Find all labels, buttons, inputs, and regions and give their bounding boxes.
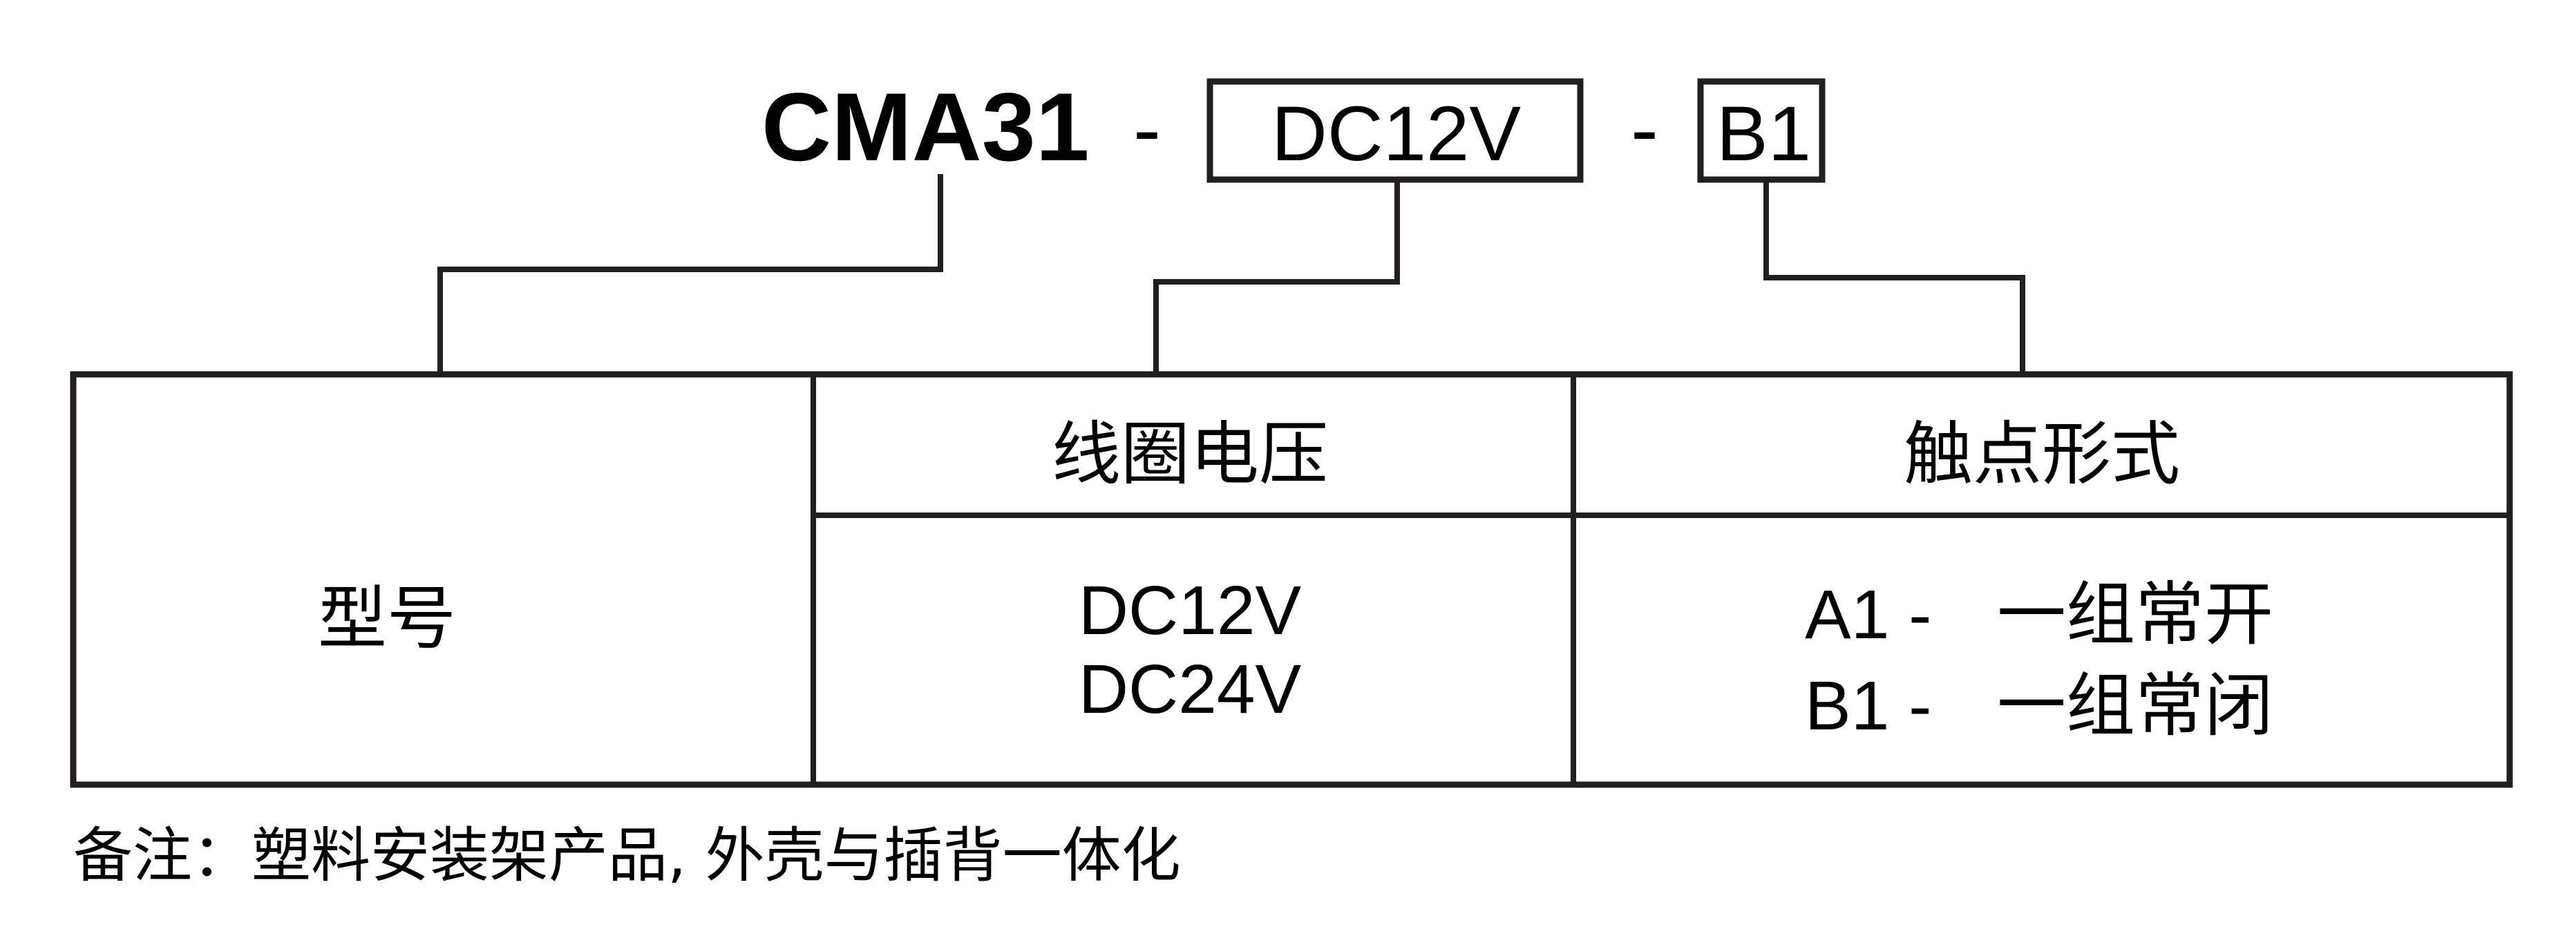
model-code-separator-1: - (1133, 83, 1161, 175)
coil-voltage-option: DC12V (1079, 572, 1302, 649)
contact-option-description: 一组常闭 (1997, 665, 2273, 746)
contact-option-code: A1 - (1805, 576, 1931, 653)
spec-table-frame (70, 371, 2513, 788)
model-code-separator-2: - (1631, 83, 1658, 175)
contact-option-description: 一组常开 (1997, 574, 2273, 655)
model-connector-line (437, 174, 943, 377)
product-note: 备注：塑料安装架产品, 外壳与插背一体化 (73, 821, 1181, 890)
model-code-base: CMA31 (761, 73, 1090, 181)
voltage-connector-line (1153, 182, 1400, 377)
contact-code-text: B1 (1716, 90, 1811, 177)
contact-form-header: 触点形式 (1904, 414, 2180, 495)
contact-code-box (1697, 78, 1826, 183)
contact-option-code: B1 - (1805, 667, 1931, 745)
model-label: 型号 (318, 578, 456, 659)
voltage-code-box (1206, 78, 1584, 183)
contact-connector-line (1763, 182, 2025, 377)
coil-voltage-option: DC24V (1079, 651, 1302, 728)
voltage-code-text: DC12V (1271, 90, 1521, 177)
coil-voltage-header: 线圈电压 (1052, 414, 1328, 495)
